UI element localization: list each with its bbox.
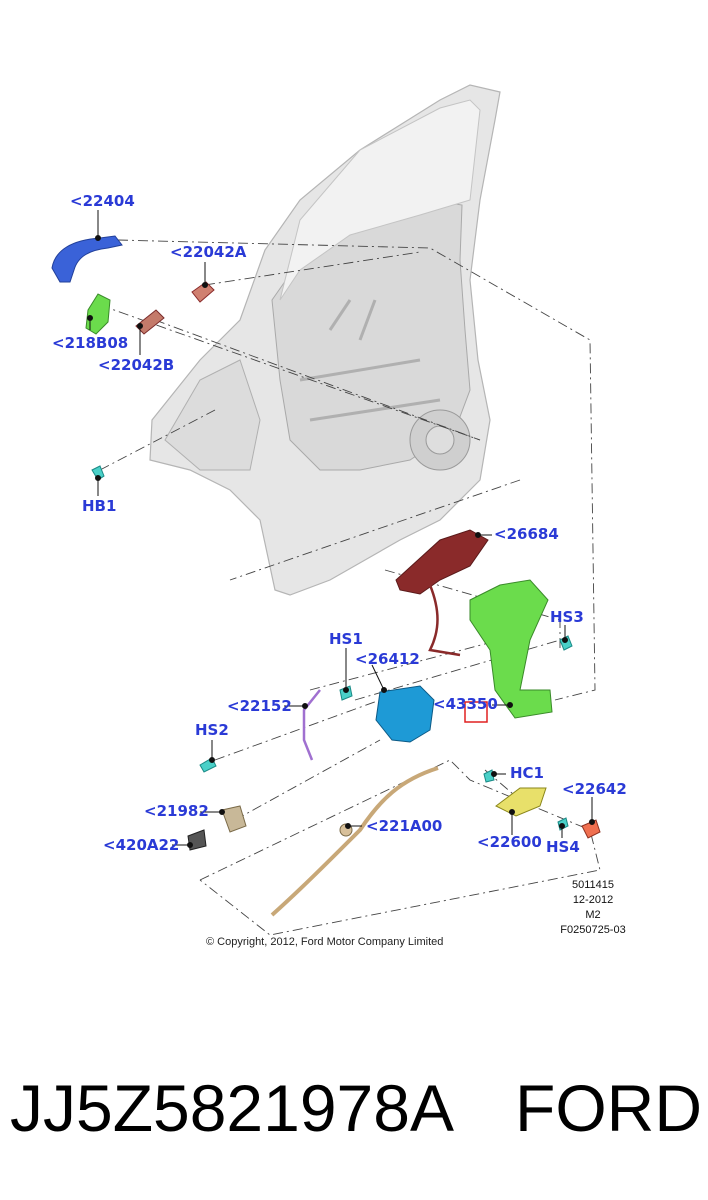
callout-22152: <22152	[227, 697, 292, 715]
callout-HS1: HS1	[329, 630, 363, 648]
callout-26684: <26684	[494, 525, 559, 543]
part-number-caption: JJ5Z5821978A FORD	[0, 1058, 708, 1158]
rod-22152	[302, 689, 321, 761]
drawing-number: 5011415	[571, 879, 614, 891]
cable-221A00	[270, 766, 439, 917]
gasket-22042A	[191, 281, 215, 303]
highlight-box	[464, 701, 488, 723]
bezel-22600	[495, 787, 547, 817]
callout-HS2: HS2	[195, 721, 229, 739]
part-number: JJ5Z5821978A	[10, 1071, 454, 1145]
latch-26412	[375, 685, 435, 743]
callout-HS3: HS3	[550, 608, 584, 626]
callout-HS4: HS4	[546, 838, 580, 856]
callout-22404: <22404	[70, 192, 135, 210]
bracket-218B08	[85, 293, 111, 335]
wire-26684	[428, 584, 461, 657]
gasket-22042B	[135, 309, 165, 335]
drawing-code: M2	[585, 909, 601, 921]
callout-HB1: HB1	[82, 497, 117, 515]
callout-22600: <22600	[477, 833, 542, 851]
clip-21982	[221, 805, 247, 833]
harness-26684	[395, 529, 489, 595]
drawing-info: 5011415 12-2012 M2 F0250725-03	[548, 878, 638, 938]
exploded-parts-diagram	[51, 84, 601, 936]
callout-HC1: HC1	[510, 764, 544, 782]
bracket-43350	[469, 579, 553, 719]
callout-22042B: <22042B	[98, 356, 175, 374]
callout-22042A: <22042A	[170, 243, 247, 261]
callout-221A00: <221A00	[366, 817, 443, 835]
callout-420A22: <420A22	[103, 836, 180, 854]
callout-21982: <21982	[144, 802, 209, 820]
callout-43350: <43350	[433, 695, 498, 713]
callout-218B08: <218B08	[52, 334, 129, 352]
door-inner-panel	[149, 84, 501, 596]
callout-leaders	[87, 210, 595, 848]
drawing-reference: F0250725-03	[560, 924, 626, 936]
callout-26412: <26412	[355, 650, 420, 668]
copyright-notice: © Copyright, 2012, Ford Motor Company Li…	[206, 936, 444, 948]
callout-22642: <22642	[562, 780, 627, 798]
outside-handle-22404	[51, 235, 123, 283]
drawing-date: 12-2012	[572, 894, 614, 906]
brand-name: FORD	[515, 1071, 702, 1145]
